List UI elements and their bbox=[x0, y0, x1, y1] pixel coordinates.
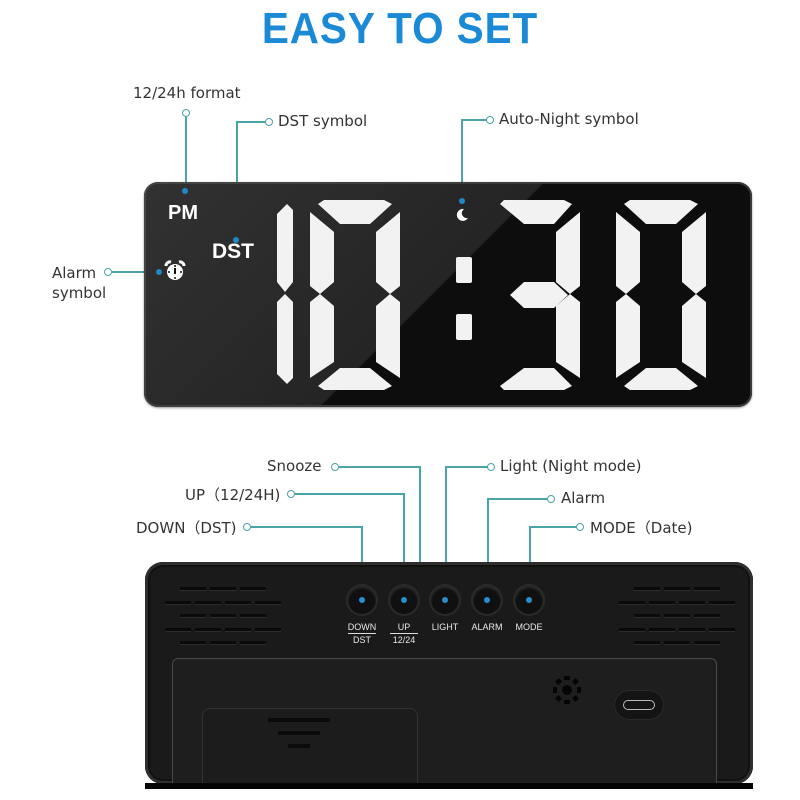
callout-snooze-line-v bbox=[419, 466, 421, 562]
down-button[interactable] bbox=[348, 586, 376, 614]
callout-alarm-btn-marker bbox=[547, 495, 555, 503]
callout-alarm-line bbox=[112, 271, 162, 273]
up-button[interactable] bbox=[390, 586, 418, 614]
callout-light-label: Light (Night mode) bbox=[500, 457, 642, 475]
callout-alarm-label: Alarm symbol bbox=[52, 263, 106, 303]
dst-callout-dot bbox=[233, 237, 239, 243]
pm-callout-dot bbox=[182, 188, 188, 194]
up-button-label-sub: 12/24 bbox=[390, 633, 418, 645]
callout-dst-line-h bbox=[236, 121, 266, 123]
pm-indicator: PM bbox=[168, 202, 198, 224]
usb-c-port-icon bbox=[614, 690, 664, 720]
callout-night-line-h bbox=[461, 119, 487, 121]
callout-format-label: 12/24h format bbox=[133, 84, 241, 102]
light-button-label: LIGHT bbox=[431, 622, 459, 632]
battery-cover-grip bbox=[278, 731, 320, 735]
button-indicator-dot bbox=[442, 597, 448, 603]
callout-alarm-btn-line-v bbox=[487, 498, 489, 598]
callout-night-marker bbox=[486, 116, 494, 124]
battery-cover-grip bbox=[288, 744, 310, 748]
callout-down-label: DOWN（DST) bbox=[136, 519, 237, 537]
callout-light-line-h bbox=[445, 466, 488, 468]
battery-cover-grip bbox=[268, 718, 330, 722]
callout-up-line-h bbox=[295, 493, 404, 495]
callout-snooze-line-h bbox=[339, 466, 420, 468]
callout-dst-marker bbox=[265, 118, 273, 126]
mode-button-label: MODE bbox=[515, 622, 543, 632]
callout-alarm-label-line1: Alarm bbox=[52, 264, 97, 282]
callout-alarm-marker bbox=[104, 268, 112, 276]
callout-alarm-label-line2: symbol bbox=[52, 284, 107, 302]
callout-mode-marker bbox=[576, 523, 584, 531]
callout-snooze-label: Snooze bbox=[267, 457, 322, 475]
callout-down-marker bbox=[243, 523, 251, 531]
button-indicator-dot bbox=[484, 597, 490, 603]
dst-indicator: DST bbox=[212, 240, 254, 263]
callout-snooze-marker bbox=[331, 463, 339, 471]
moon-icon bbox=[456, 208, 468, 221]
up-button-label: UP 12/24 bbox=[384, 622, 424, 645]
callout-light-marker bbox=[487, 463, 495, 471]
alarm-clock-icon bbox=[164, 260, 186, 280]
clock-base bbox=[145, 783, 753, 789]
time-digits bbox=[277, 200, 706, 390]
callout-alarm-btn-label: Alarm bbox=[561, 489, 606, 507]
down-button-label: DOWN DST bbox=[342, 622, 382, 645]
digit-0-second bbox=[616, 200, 706, 390]
night-callout-dot bbox=[459, 198, 465, 204]
digit-1 bbox=[277, 204, 293, 384]
page-title: EASY TO SET bbox=[261, 4, 539, 53]
callout-up-line-v bbox=[403, 493, 405, 598]
alarm-button-label: ALARM bbox=[471, 622, 503, 632]
callout-night-label: Auto-Night symbol bbox=[499, 110, 639, 128]
callout-light-line-v bbox=[445, 466, 447, 598]
callout-down-line-h bbox=[251, 526, 362, 528]
mode-button[interactable] bbox=[515, 586, 543, 614]
callout-alarm-btn-line-h bbox=[487, 498, 548, 500]
digit-0-first bbox=[310, 200, 400, 390]
callout-up-marker bbox=[287, 490, 295, 498]
callout-format-marker bbox=[182, 109, 190, 117]
callout-dst-label: DST symbol bbox=[278, 112, 368, 130]
callout-dst-line-v bbox=[236, 121, 238, 241]
digit-3 bbox=[500, 200, 580, 390]
usb-c-port-opening bbox=[623, 700, 655, 710]
button-indicator-dot bbox=[359, 597, 365, 603]
up-button-label-main: UP bbox=[397, 622, 411, 632]
speaker-grille-icon bbox=[553, 676, 581, 704]
alarm-callout-dot bbox=[156, 269, 162, 275]
callout-night-line-v bbox=[461, 119, 463, 201]
callout-up-label: UP（12/24H) bbox=[185, 486, 281, 504]
alarm-button[interactable] bbox=[473, 586, 501, 614]
down-button-label-sub: DST bbox=[348, 633, 376, 645]
clock-front-display: PM DST bbox=[144, 182, 752, 407]
callout-format-line bbox=[185, 117, 187, 191]
callout-mode-line-h bbox=[529, 526, 577, 528]
callout-mode-label: MODE（Date) bbox=[590, 519, 693, 537]
button-indicator-dot bbox=[526, 597, 532, 603]
button-indicator-dot bbox=[401, 597, 407, 603]
down-button-label-main: DOWN bbox=[347, 622, 377, 632]
light-button[interactable] bbox=[431, 586, 459, 614]
